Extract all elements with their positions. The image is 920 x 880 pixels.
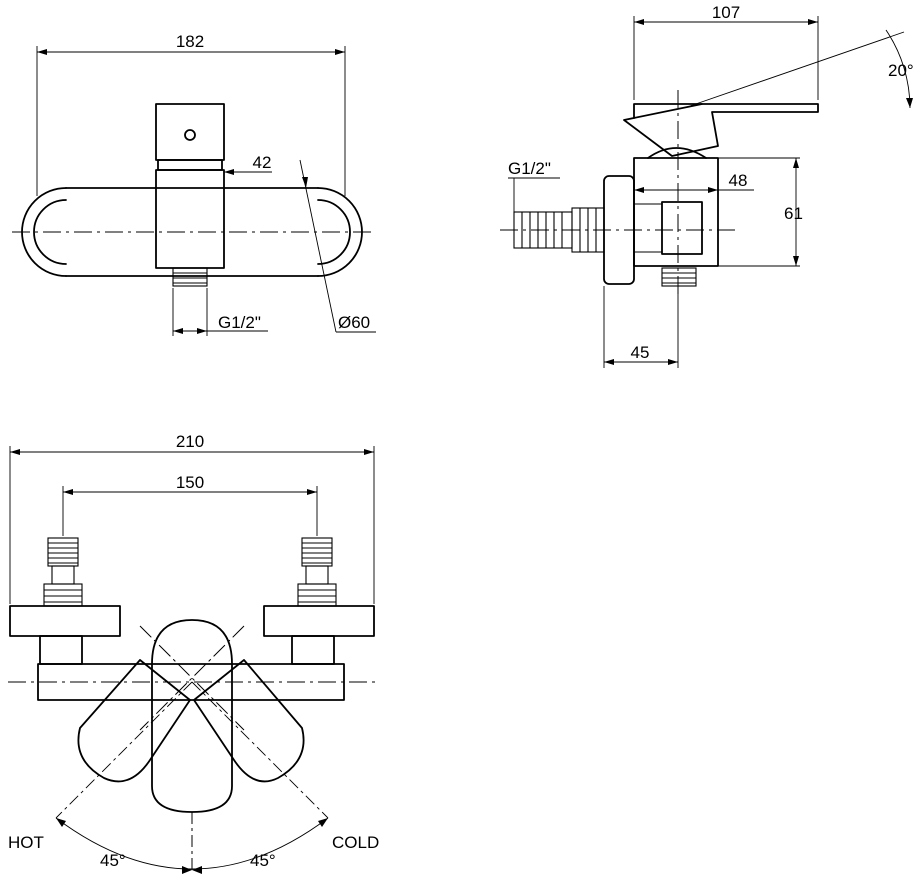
top-lever-hot: [77, 659, 191, 783]
top-left-thread: [47, 537, 79, 567]
top-angle-arc: [55, 817, 329, 870]
top-view: 210 150 HOT COLD 45° 45°: [8, 432, 380, 874]
top-right-thread: [301, 537, 333, 567]
front-right-cap: [317, 187, 363, 277]
front-left-cap: [21, 187, 67, 277]
side-inlet-thread-label: G1/2": [508, 159, 551, 178]
top-right-fitting: [297, 583, 337, 607]
side-lever: [623, 103, 819, 157]
top-dome: [151, 619, 233, 813]
side-dome: [647, 147, 707, 159]
top-cold-angle-label: 45°: [250, 851, 276, 870]
front-cap-diameter-label: Ø60: [338, 313, 370, 332]
front-view: 182 42 G1/2" Ø60: [12, 32, 376, 336]
top-cold-label: COLD: [332, 833, 379, 852]
side-body: [633, 157, 719, 267]
top-right-flange: [263, 605, 375, 637]
front-width-label: 182: [176, 32, 204, 51]
side-depth-label: 107: [712, 3, 740, 22]
side-body-window: [661, 201, 703, 255]
top-lever-cold: [193, 659, 305, 783]
front-outlet-thread: [172, 267, 208, 287]
front-set-screw: [184, 129, 196, 141]
side-lever-angle-label: 20°: [888, 61, 914, 80]
front-diameter-leader: [299, 159, 337, 333]
top-hot-angle-label: 45°: [100, 851, 126, 870]
top-inlet-centers-label: 150: [176, 473, 204, 492]
side-view: 107 20° G1/2" 48 61 45: [500, 3, 914, 368]
front-cartridge-collar: [157, 159, 223, 171]
top-overall-width-label: 210: [176, 432, 204, 451]
top-hot-label: HOT: [8, 833, 44, 852]
side-outlet-thread: [661, 267, 697, 287]
front-center-column: [155, 169, 225, 269]
front-cartridge: [155, 103, 225, 161]
front-body-tube: [65, 187, 319, 277]
front-inlet-thread-label: G1/2": [218, 313, 261, 332]
top-left-flange: [9, 605, 121, 637]
side-body-height-label: 61: [784, 204, 803, 223]
side-flange-depth-label: 45: [631, 343, 650, 362]
top-left-fitting: [43, 583, 83, 607]
front-body-width-label: 42: [253, 153, 272, 172]
front-tube-inner: [33, 199, 351, 265]
side-body-depth-label: 48: [729, 171, 748, 190]
